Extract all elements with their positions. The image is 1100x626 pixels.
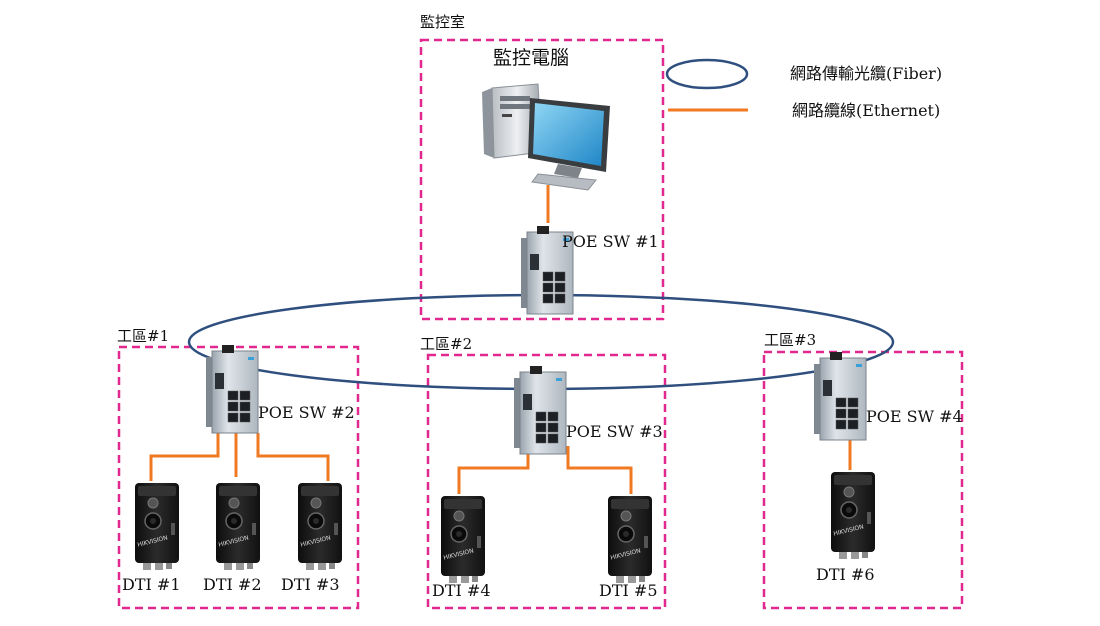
ethernet-sw3-dti4 <box>457 446 530 494</box>
zone-box-2 <box>426 353 667 610</box>
zone-box-1 <box>117 345 360 610</box>
legend-ethernet-label: 網路纜線(Ethernet) <box>792 101 941 120</box>
thermal-camera-1-icon: HIKVISION <box>135 483 179 570</box>
computer-icon <box>482 83 610 191</box>
thermal-camera-4-icon: HIKVISION <box>441 496 485 583</box>
thermal-camera-2-icon: HIKVISION <box>216 483 260 570</box>
thermal-camera-3-icon: HIKVISION <box>298 483 342 570</box>
switch-label-2: POE SW #2 <box>258 403 355 422</box>
poe-switch-4-icon <box>814 352 867 441</box>
zone-label-1: 工區#1 <box>117 327 170 345</box>
camera-label-4: DTI #4 <box>432 581 491 600</box>
switch-label-3: POE SW #3 <box>566 422 663 441</box>
thermal-camera-5-icon: HIKVISION <box>608 496 652 583</box>
camera-label-3: DTI #3 <box>281 575 340 594</box>
switch-label-4: POE SW #4 <box>866 407 963 426</box>
ethernet-sw3-dti5 <box>566 446 633 494</box>
camera-label-6: DTI #6 <box>816 565 875 584</box>
poe-switch-1-icon <box>521 226 574 315</box>
ethernet-sw2-dti1 <box>149 433 220 481</box>
poe-switch-2-icon <box>206 345 259 434</box>
legend <box>665 58 749 112</box>
zone-box-control-room <box>419 38 665 321</box>
zone-label-2: 工區#2 <box>420 335 473 353</box>
legend-fiber-symbol <box>665 58 749 90</box>
zone-box-3 <box>762 350 964 610</box>
pc-label: 監控電腦 <box>493 47 570 69</box>
legend-fiber-label: 網路傳輸光纜(Fiber) <box>790 64 943 83</box>
camera-label-1: DTI #1 <box>122 575 181 594</box>
thermal-camera-6-icon: HIKVISION <box>831 472 875 559</box>
zone-label-3: 工區#3 <box>764 331 817 349</box>
camera-label-2: DTI #2 <box>203 575 262 594</box>
ethernet-sw2-dti3 <box>256 433 330 481</box>
poe-switch-3-icon <box>514 366 567 455</box>
switch-label-1: POE SW #1 <box>562 232 659 251</box>
camera-label-5: DTI #5 <box>599 581 658 600</box>
zone-label-control-room: 監控室 <box>420 13 466 31</box>
